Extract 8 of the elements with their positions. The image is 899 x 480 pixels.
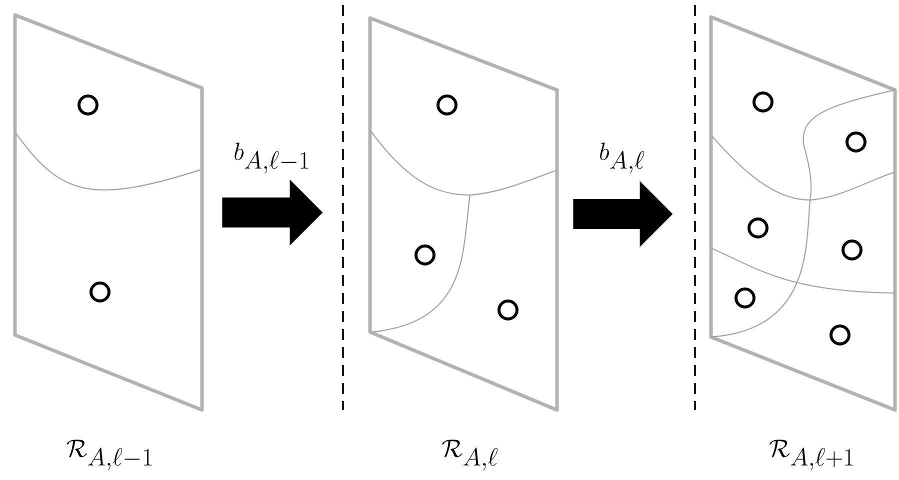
edge-label: $b_{A,\ell}$ xyxy=(600,142,644,174)
region-drawing xyxy=(368,16,559,412)
region-drawing xyxy=(13,13,204,412)
region-label: $\mathcal{R}_{A,\ell+1}$ xyxy=(769,440,853,470)
region-drawing xyxy=(709,15,897,412)
edge-label: $b_{A,\ell-1}$ xyxy=(234,142,308,174)
region-label: $\mathcal{R}_{A,\ell}$ xyxy=(442,440,498,470)
region-label: $\mathcal{R}_{A,\ell-1}$ xyxy=(66,440,152,470)
